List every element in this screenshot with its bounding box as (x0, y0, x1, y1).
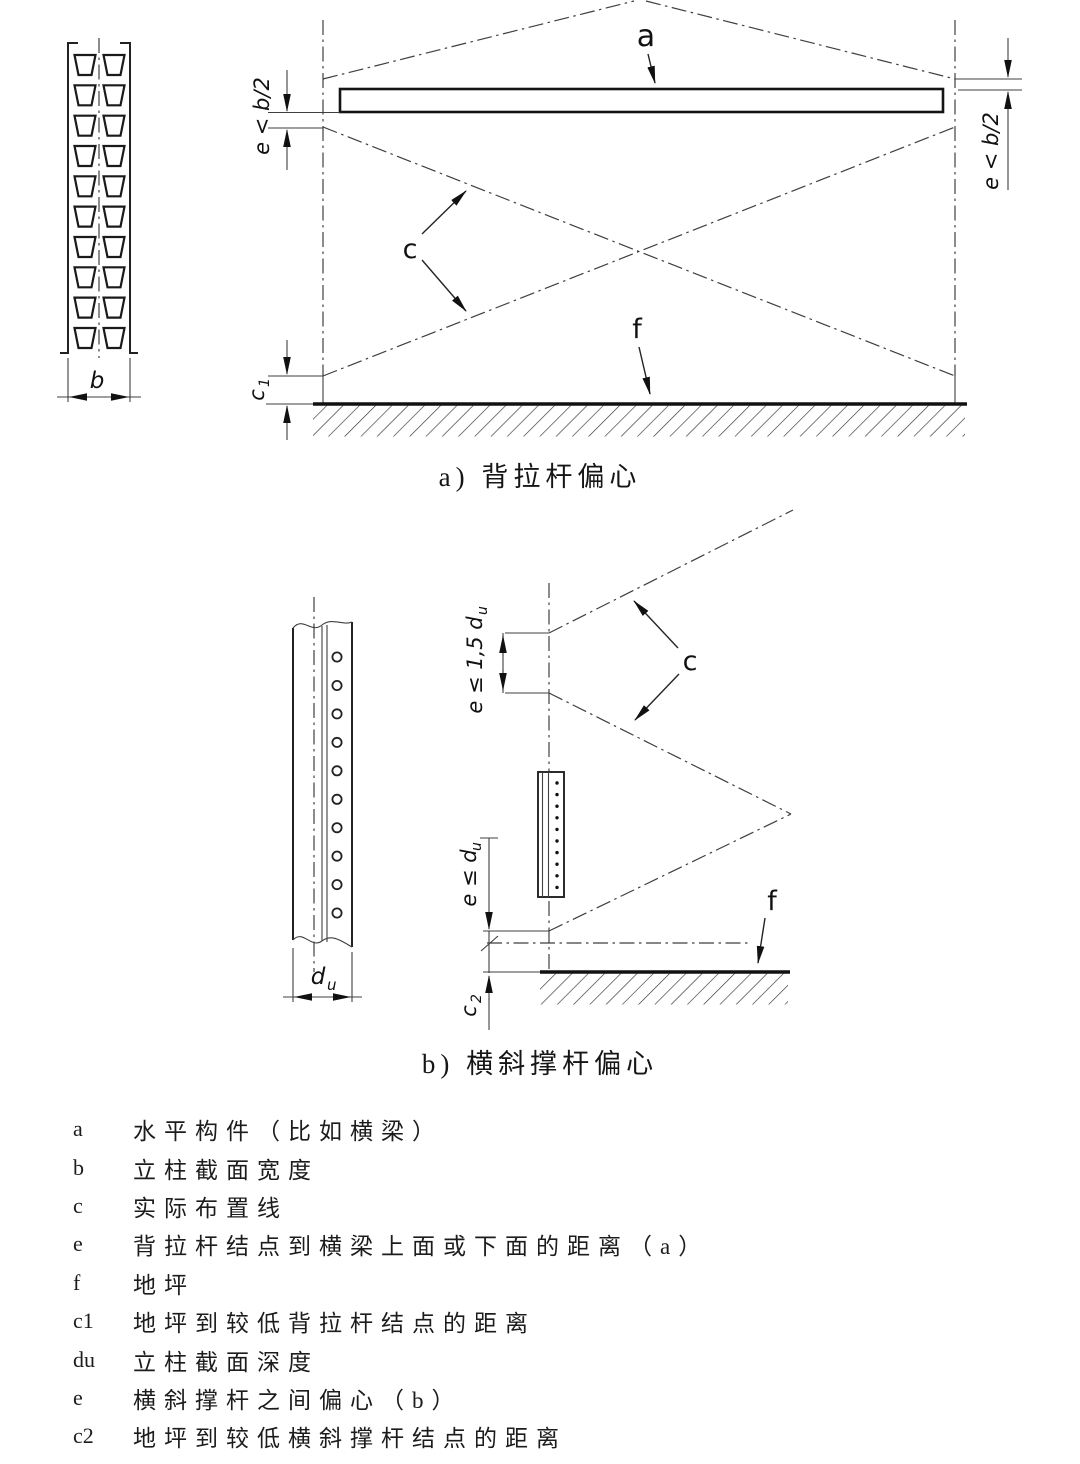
svg-text:c: c (457, 1005, 481, 1017)
dim-label-e15du: e ≤ 1,5 d u (463, 606, 491, 714)
legend-key: e (73, 1384, 83, 1410)
column-left-edge (60, 42, 78, 354)
brace-profile-holes (555, 781, 559, 890)
leader-arrow-c-upper (421, 190, 467, 235)
svg-text:e ≤ d: e ≤ d (457, 849, 481, 907)
legend-row: du 立柱截面深度 (73, 1340, 1033, 1378)
legend-key: e (73, 1231, 83, 1257)
brace-line-x2 (322, 126, 956, 377)
legend: a 水平构件（比如横梁） b 立柱截面宽度 c 实际布置线 e 背拉杆结点到横梁上面或下… (73, 1110, 1033, 1456)
column-slot-holes (73, 53, 126, 350)
legend-desc: 立柱截面宽度 (133, 1157, 319, 1183)
legend-key: a (73, 1116, 83, 1142)
leader-arrow-f-b (756, 917, 766, 964)
svg-text:e < b/2: e < b/2 (979, 112, 1003, 190)
legend-desc: 立柱截面深度 (133, 1349, 319, 1375)
legend-key: du (73, 1346, 95, 1372)
legend-key: c1 (73, 1308, 94, 1334)
label-c-b: c (683, 646, 698, 677)
label-a: a (637, 19, 655, 54)
brace-line-upper (548, 509, 794, 634)
legend-key: b (73, 1154, 84, 1180)
dim-label-ecc-left: e < b/2 (250, 77, 274, 155)
diagram-b-frame: e ≤ 1,5 d u e ≤ d u c 2 c f (457, 509, 794, 1030)
leader-arrow-f-a (638, 346, 651, 395)
dim-oblique-stroke (480, 935, 499, 952)
svg-text:u: u (469, 842, 485, 851)
dim-label-c1: c 1 (245, 378, 273, 401)
label-c-a: c (403, 234, 418, 265)
legend-desc: 地坪到较低横斜撑杆结点的距离 (133, 1426, 567, 1452)
column-right-edge (120, 42, 138, 354)
legend-desc: 地坪 (133, 1272, 195, 1298)
legend-key: c (73, 1192, 83, 1218)
dim-label-b: b (90, 368, 105, 394)
brace-line-top-right (645, 0, 956, 80)
break-line-top (292, 621, 353, 629)
brace-profile-body (537, 771, 565, 898)
brace-line-lower (548, 813, 792, 932)
legend-key: f (73, 1269, 81, 1295)
legend-row: a 水平构件（比如横梁） (73, 1110, 1033, 1148)
profile-holes (331, 651, 343, 919)
legend-row: c1 地坪到较低背拉杆结点的距离 (73, 1302, 1033, 1340)
column-front-view: b (57, 38, 141, 402)
leader-arrow-c-lower (421, 259, 467, 312)
legend-desc: 地坪到较低背拉杆结点的距离 (133, 1311, 536, 1337)
svg-text:c: c (245, 389, 269, 401)
leader-arrow-a (647, 53, 656, 84)
caption-b: b) 横斜撑杆偏心 (421, 1049, 659, 1079)
beam (338, 87, 945, 114)
dim-label-c2: c 2 (457, 994, 485, 1017)
legend-row: e 横斜撑杆之间偏心（b） (73, 1379, 1033, 1417)
legend-desc: 水平构件（比如横梁） (133, 1119, 443, 1145)
brace-line-middle (548, 692, 792, 815)
legend-row: c 实际布置线 (73, 1187, 1033, 1225)
dim-label-du: d u (311, 964, 337, 994)
leader-arrow-c-lower (634, 673, 680, 721)
dim-label-edu: e ≤ d u (457, 842, 485, 907)
column-side-view: d u (283, 597, 362, 1002)
svg-text:u: u (475, 606, 491, 615)
legend-key: c2 (73, 1423, 94, 1449)
legend-row: b 立柱截面宽度 (73, 1148, 1033, 1186)
leader-arrow-c-upper (633, 600, 679, 649)
svg-text:e ≤ 1,5 d: e ≤ 1,5 d (463, 616, 487, 714)
legend-row: f 地坪 (73, 1264, 1033, 1302)
caption-a: a) 背拉杆偏心 (438, 462, 642, 492)
legend-desc: 实际布置线 (133, 1195, 288, 1221)
brace-profile (537, 771, 565, 898)
ground-hatch-a (313, 405, 965, 437)
legend-desc: 横斜撑杆之间偏心（b） (133, 1387, 463, 1413)
label-f-a: f (632, 314, 643, 345)
legend-row: e 背拉杆结点到横梁上面或下面的距离（a） (73, 1225, 1033, 1263)
ground-hatch-b (540, 973, 788, 1005)
svg-text:2: 2 (469, 994, 485, 1003)
dim-label-ecc-right: e < b/2 (979, 112, 1003, 190)
svg-text:u: u (327, 976, 337, 994)
label-f-b: f (767, 886, 778, 917)
svg-text:d: d (311, 964, 326, 990)
legend-desc: 背拉杆结点到横梁上面或下面的距离（a） (133, 1234, 710, 1260)
svg-text:e < b/2: e < b/2 (250, 77, 274, 155)
brace-line-top-left (322, 0, 635, 80)
legend-row: c2 地坪到较低横斜撑杆结点的距离 (73, 1417, 1033, 1455)
svg-text:1: 1 (257, 378, 273, 387)
diagram-a-frame: e < b/2 e < b/2 c 1 a c f (245, 0, 1022, 440)
